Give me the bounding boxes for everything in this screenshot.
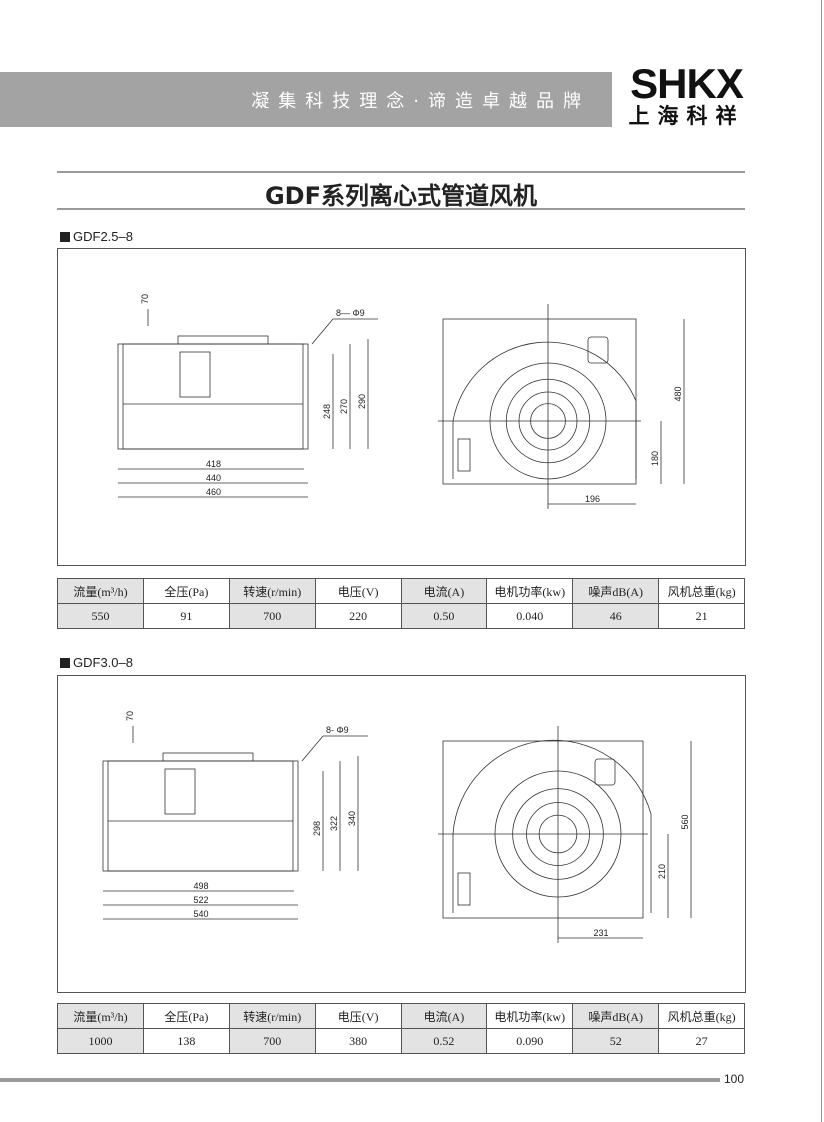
table-cell: 138	[142, 1028, 230, 1054]
column-header: 流量(m³/h)	[57, 578, 144, 604]
dim-holes: 8— Φ9	[336, 308, 365, 318]
column-header: 风机总重(kg)	[658, 578, 745, 604]
slogan: 凝集科技理念·谛造卓越品牌	[251, 91, 590, 112]
square-bullet-icon	[60, 232, 70, 242]
column-header: 全压(Pa)	[142, 1003, 230, 1029]
column-header: 风机总重(kg)	[658, 1003, 745, 1029]
title-rule-bottom	[57, 208, 745, 210]
column-header: 电压(V)	[314, 1003, 402, 1029]
dim-h1: 248	[322, 404, 332, 419]
column-header: 全压(Pa)	[142, 578, 230, 604]
column-header: 噪声dB(A)	[572, 578, 660, 604]
dim-h3: 290	[357, 394, 367, 409]
table-cell: 52	[572, 1028, 660, 1054]
table-cell: 700	[228, 1028, 316, 1054]
column-header: 电压(V)	[314, 578, 402, 604]
dim-center: 180	[650, 451, 660, 466]
table-cell: 21	[658, 603, 745, 629]
dimension-drawing: 70 8— Φ9 248 270 290 418 440 460 480 180	[57, 248, 746, 566]
front-view: 560 210 231	[438, 726, 692, 943]
dim-height: 480	[673, 386, 683, 401]
table-cell: 380	[314, 1028, 402, 1054]
dim-w2: 440	[206, 473, 221, 483]
table-cell: 0.090	[486, 1028, 574, 1054]
dim-holes: 8- Φ9	[326, 725, 349, 735]
column-header: 电流(A)	[400, 1003, 488, 1029]
table-cell: 27	[658, 1028, 745, 1054]
table-cell: 0.50	[400, 603, 488, 629]
side-view: 70 8- Φ9 298 322 340 498 522 540	[102, 711, 368, 920]
model-label: GDF3.0–8	[60, 655, 133, 670]
dim-top: 70	[140, 294, 150, 304]
dim-h1: 298	[312, 821, 322, 836]
model-name: GDF3.0–8	[73, 655, 133, 670]
dim-offset: 231	[594, 928, 609, 938]
column-header: 转速(r/min)	[228, 1003, 316, 1029]
side-view: 70 8— Φ9 248 270 290 418 440 460	[117, 294, 378, 498]
model-name: GDF2.5–8	[73, 229, 133, 244]
table-cell: 91	[142, 603, 230, 629]
spec-table: 流量(m³/h)全压(Pa)转速(r/min)电压(V)电流(A)电机功率(kw…	[57, 578, 745, 629]
dim-w1: 418	[206, 459, 221, 469]
dim-h2: 270	[339, 399, 349, 414]
dim-h3: 340	[347, 811, 357, 826]
brand-logo: SHKX 上海科祥	[624, 60, 749, 129]
header-banner: 凝集科技理念·谛造卓越品牌	[0, 72, 612, 127]
model-label: GDF2.5–8	[60, 229, 133, 244]
table-cell: 550	[57, 603, 144, 629]
dim-center: 210	[657, 864, 667, 879]
page-number: 100	[724, 1072, 745, 1086]
table-cell: 0.040	[486, 603, 574, 629]
dimension-drawing: 70 8- Φ9 298 322 340 498 522 540 560 210	[57, 675, 746, 993]
table-cell: 0.52	[400, 1028, 488, 1054]
column-header: 电机功率(kw)	[486, 1003, 574, 1029]
dim-w1: 498	[194, 881, 209, 891]
title-rule-top	[57, 171, 745, 173]
dim-top: 70	[125, 711, 135, 721]
table-header-row: 流量(m³/h)全压(Pa)转速(r/min)电压(V)电流(A)电机功率(kw…	[57, 578, 745, 604]
column-header: 噪声dB(A)	[572, 1003, 660, 1029]
dim-w2: 522	[194, 895, 209, 905]
square-bullet-icon	[60, 658, 70, 668]
footer-rule	[0, 1078, 720, 1082]
column-header: 电流(A)	[400, 578, 488, 604]
table-cell: 220	[314, 603, 402, 629]
table-cell: 700	[228, 603, 316, 629]
table-cell: 1000	[57, 1028, 144, 1054]
table-header-row: 流量(m³/h)全压(Pa)转速(r/min)电压(V)电流(A)电机功率(kw…	[57, 1003, 745, 1029]
column-header: 转速(r/min)	[228, 578, 316, 604]
dim-offset: 196	[585, 494, 600, 504]
column-header: 流量(m³/h)	[57, 1003, 144, 1029]
spec-table: 流量(m³/h)全压(Pa)转速(r/min)电压(V)电流(A)电机功率(kw…	[57, 1003, 745, 1054]
dim-h2: 322	[329, 816, 339, 831]
logo-text-en: SHKX	[630, 60, 744, 107]
dim-w3: 540	[194, 909, 209, 919]
column-header: 电机功率(kw)	[486, 578, 574, 604]
page-title: GDF系列离心式管道风机	[264, 182, 537, 210]
dim-height: 560	[680, 814, 690, 829]
page-edge	[821, 0, 822, 1122]
dim-w3: 460	[206, 487, 221, 497]
table-cell: 46	[572, 603, 660, 629]
logo-text-cn: 上海科祥	[628, 104, 745, 128]
front-view: 480 180 196	[438, 304, 685, 509]
